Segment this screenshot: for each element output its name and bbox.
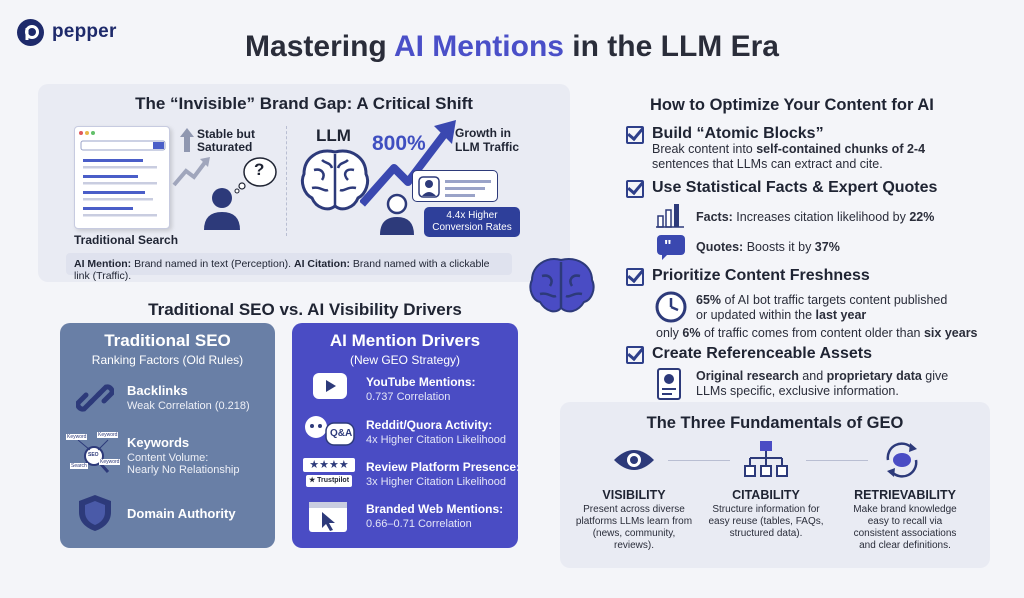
reddit-qa-icon: [304, 413, 356, 454]
keyword-tag: Keyword: [99, 459, 121, 465]
drivers-title: Traditional SEO vs. AI Visibility Driver…: [148, 300, 462, 319]
freshness-stat: 65% of AI bot traffic targets content pu…: [696, 293, 948, 322]
keywords-icon: [68, 432, 120, 478]
ai-card-title: AI Mention Drivers: [329, 331, 481, 350]
citability-head: CITABILITY: [732, 488, 800, 502]
divider: [668, 460, 730, 461]
traditional-search-label: Traditional Search: [74, 233, 179, 247]
review-stars-icon: ★★★★: [303, 458, 355, 472]
youtube-sub: 0.737 Correlation: [366, 391, 451, 403]
quote-icon: ": [656, 234, 686, 265]
traditional-seo-card: Traditional SEO Ranking Factors (Old Rul…: [60, 323, 275, 548]
keyword-tag: Keyword: [97, 432, 119, 438]
bar-chart-icon: [656, 202, 686, 233]
qa-label: Q&A: [330, 428, 353, 439]
assets-title: Create Referenceable Assets: [652, 345, 872, 362]
atomic-title: Build “Atomic Blocks”: [652, 125, 824, 142]
freshness-title: Prioritize Content Freshness: [652, 267, 870, 284]
llm-label: LLM: [316, 126, 351, 145]
youtube-title: YouTube Mentions:: [366, 375, 476, 389]
checkbox-icon: [626, 126, 644, 144]
divider: [806, 460, 868, 461]
seo-card-subtitle: Ranking Factors (Old Rules): [91, 353, 244, 367]
chat-card-illustration: [412, 170, 498, 202]
keywords-title: Keywords: [127, 435, 190, 450]
branded-web-title: Branded Web Mentions:: [366, 502, 504, 516]
backlinks-title: Backlinks: [127, 383, 188, 398]
assets-text: Original research and proprietary data g…: [696, 369, 949, 398]
up-arrow-icon: [180, 128, 194, 157]
thought-bubble-icon: [234, 156, 278, 199]
svg-text:": ": [664, 238, 672, 255]
branded-web-sub: 0.66–0.71 Correlation: [366, 518, 472, 530]
checkbox-icon: [626, 346, 644, 364]
person-icon: [378, 193, 416, 240]
growth-arrow-icon: [359, 118, 460, 213]
brain-cycle-icon: [882, 440, 922, 485]
reddit-title: Reddit/Quora Activity:: [366, 418, 493, 432]
geo-panel: [560, 402, 990, 568]
facts-stat: Facts: Increases citation likelihood by …: [696, 210, 935, 224]
atomic-text: Break content into self-contained chunks…: [652, 142, 926, 171]
brand-name: pepper: [52, 21, 117, 42]
review-title: Review Platform Presence:: [366, 460, 521, 474]
pepper-logo-icon: [17, 19, 44, 46]
keyword-tag: Keyword: [66, 434, 88, 440]
retrievability-head: RETRIEVABILITY: [854, 488, 956, 502]
question-mark: ?: [254, 160, 265, 179]
web-cursor-icon: [308, 501, 348, 538]
backlinks-sub: Weak Correlation (0.218): [127, 400, 250, 412]
document-icon: [656, 367, 684, 406]
brain-icon: [526, 256, 596, 321]
optimize-title: How to Optimize Your Content for AI: [650, 96, 934, 114]
trustpilot-badge: ★ Trustpilot: [306, 475, 352, 487]
chain-link-icon: [75, 379, 115, 422]
quotes-stat: Quotes: Boosts it by 37%: [696, 240, 840, 254]
hierarchy-icon: [744, 440, 788, 483]
eye-icon: [612, 446, 656, 479]
keyword-tag: SEO: [88, 452, 99, 458]
shield-icon: [78, 494, 112, 537]
keywords-sub: Content Volume:Nearly No Relationship: [127, 452, 240, 476]
trend-line-icon: [172, 155, 212, 192]
page-title: Mastering AI Mentions in the LLM Era: [245, 30, 779, 63]
growth-percent: 800%: [372, 132, 426, 155]
keyword-tag: Search: [70, 463, 88, 469]
person-icon: [202, 186, 242, 235]
ai-card-subtitle: (New GEO Strategy): [349, 353, 461, 367]
reddit-sub: 4x Higher Citation Likelihood: [366, 434, 507, 446]
facts-title: Use Statistical Facts & Expert Quotes: [652, 179, 938, 196]
seo-card-title: Traditional SEO: [104, 331, 231, 350]
checkbox-icon: [626, 180, 644, 198]
domain-authority-title: Domain Authority: [127, 506, 236, 521]
geo-title: The Three Fundamentals of GEO: [646, 414, 904, 432]
visibility-head: VISIBILITY: [602, 488, 666, 502]
mention-definitions: AI Mention: Brand named in text (Percept…: [66, 253, 512, 282]
divider: [286, 126, 287, 236]
browser-illustration: [74, 126, 170, 229]
clock-icon: [654, 290, 688, 329]
checkbox-icon: [626, 268, 644, 286]
brand-gap-title: The “Invisible” Brand Gap: A Critical Sh…: [135, 94, 473, 113]
youtube-play-icon: [312, 372, 348, 405]
brain-icon: [298, 146, 372, 223]
freshness-old-stat: only 6% of traffic comes from content ol…: [656, 326, 978, 340]
review-sub: 3x Higher Citation Likelihood: [366, 476, 507, 488]
